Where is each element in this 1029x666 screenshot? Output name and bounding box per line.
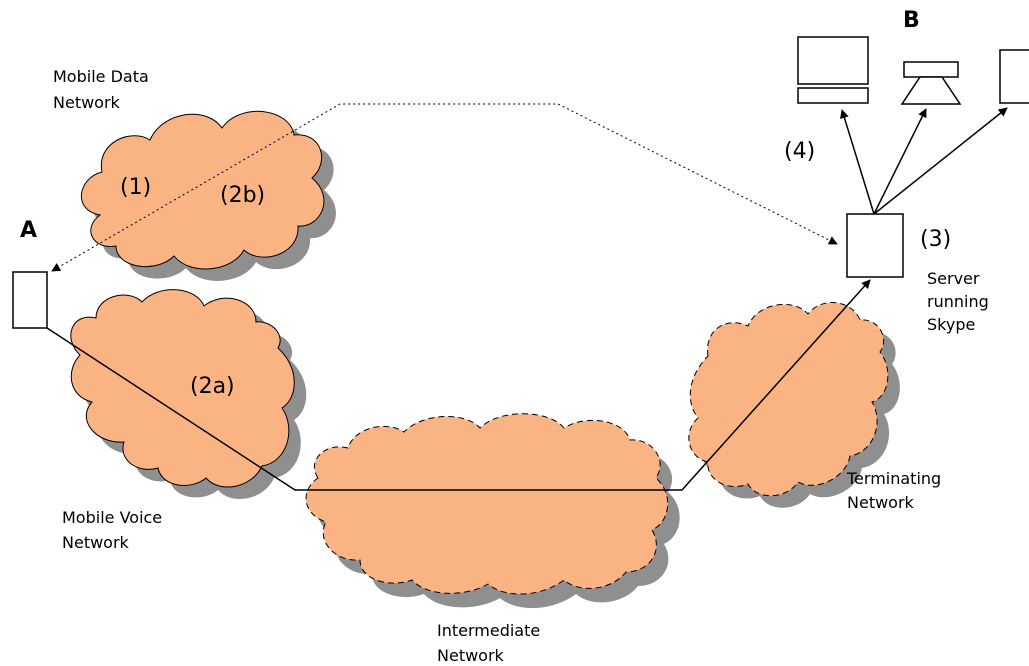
server-to-computer-arrow [840,109,875,215]
skype-server-box [846,213,904,278]
step-label-4: (4) [784,139,815,164]
mobile-voice-network-label-line2: Network [62,533,130,552]
mobile-data-network-label-line1: Mobile Data [53,67,149,86]
endpoint-label-a: A [20,218,37,243]
mobile-voice-network-label-line1: Mobile Voice [62,508,162,527]
phone-icon [900,61,962,105]
server-label: Server running Skype [927,269,994,334]
server-label-line1: Server [927,269,980,288]
mobile-data-network-label-line2: Network [53,93,121,112]
server-label-line2: running [927,292,989,311]
server-to-phone-arrow [873,108,927,215]
terminating-network-label-line1: Terminating [846,469,941,488]
endpoint-label-b: B [903,8,920,33]
mobile-device-a [12,271,48,329]
mobile-data-network-label: Mobile Data Network [53,67,154,112]
intermediate-network-cloud [305,413,680,609]
step-label-2a: (2a) [190,374,235,399]
step-label-2b: (2b) [220,183,265,208]
terminating-network-label-line2: Network [847,493,915,512]
device-icon [999,49,1029,104]
mobile-voice-network-cloud [70,289,307,500]
intermediate-network-label-line2: Network [437,646,505,665]
intermediate-network-label: Intermediate Network [437,621,545,665]
intermediate-network-label-line1: Intermediate [437,621,540,640]
mobile-voice-network-label: Mobile Voice Network [62,508,167,552]
voice-path [46,279,871,491]
server-to-device-arrow [873,107,1008,215]
step-label-3: (3) [920,227,951,252]
computer-icon [797,36,869,104]
data-path [51,103,838,272]
step-label-1: (1) [120,175,151,200]
terminating-network-label: Terminating Network [846,469,946,512]
server-label-line3: Skype [927,315,975,334]
